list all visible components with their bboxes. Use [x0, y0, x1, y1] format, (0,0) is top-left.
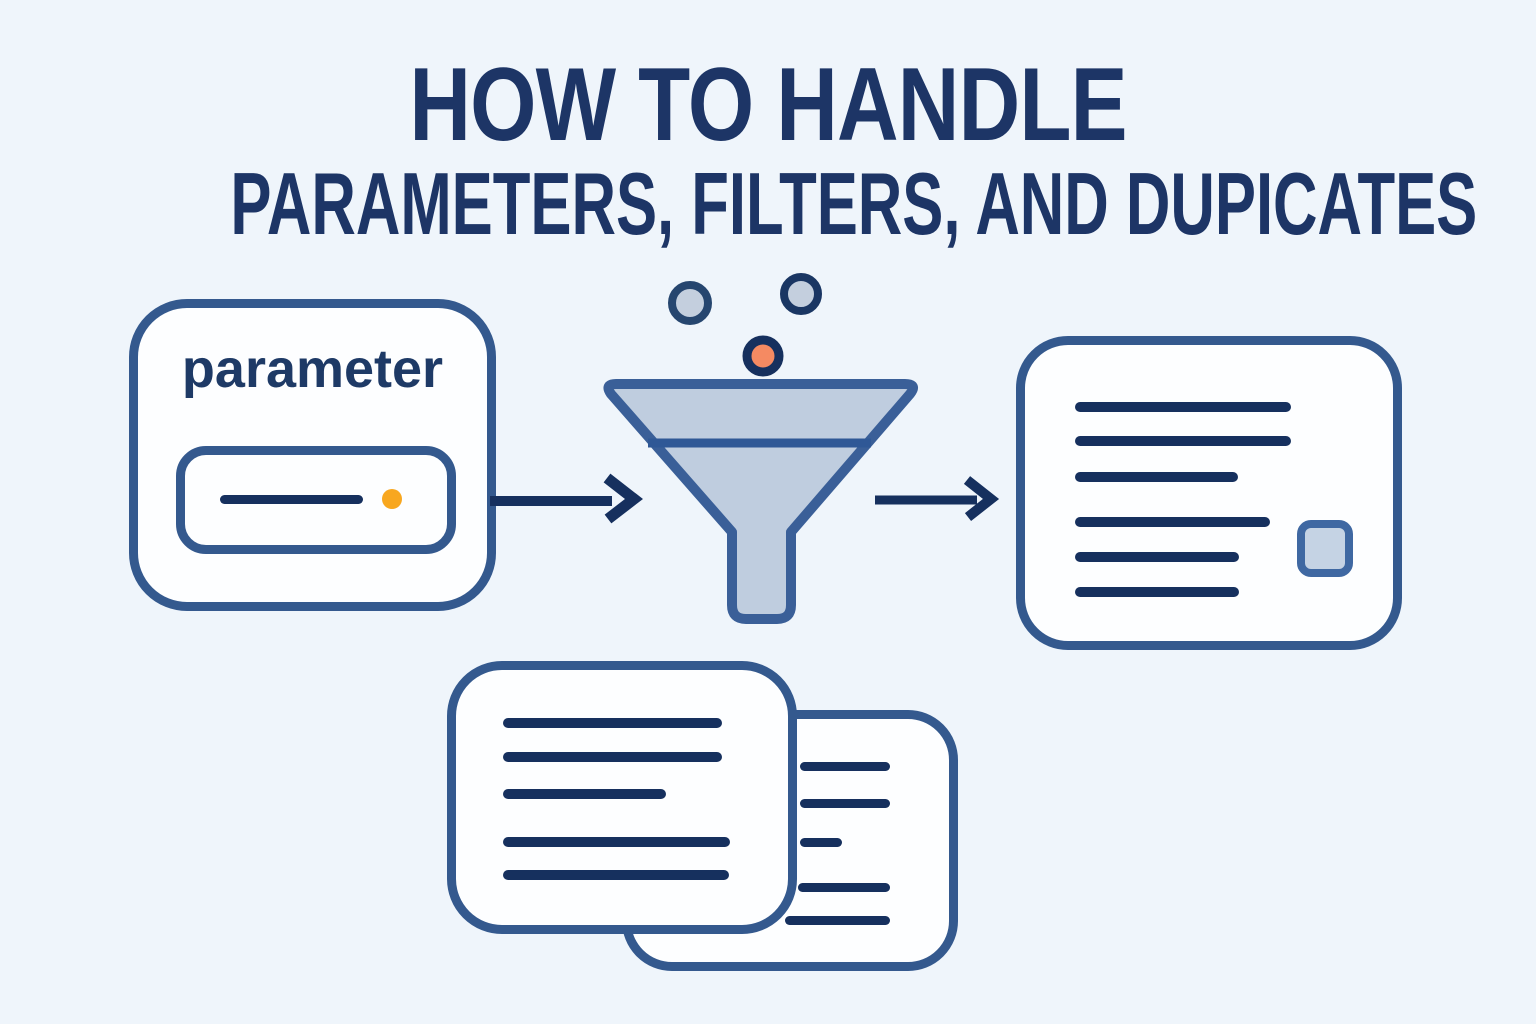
- dot-icon: [668, 281, 712, 325]
- text-line: [503, 752, 722, 762]
- input-value-line: [220, 495, 363, 504]
- parameter-card: parameter: [129, 299, 496, 611]
- text-line: [1075, 517, 1270, 527]
- amber-dot-icon: [382, 489, 402, 509]
- funnel-icon: [603, 273, 918, 624]
- orange-dot-icon: [742, 335, 784, 377]
- text-line: [800, 762, 890, 771]
- parameter-label: parameter: [181, 339, 444, 399]
- text-line: [1075, 587, 1239, 597]
- duplicate-document-front: [447, 661, 797, 934]
- text-line: [1075, 402, 1291, 412]
- parameter-input-box: [176, 446, 456, 554]
- title-line-1: HOW TO HANDLE: [409, 47, 1127, 163]
- text-line: [800, 799, 890, 808]
- text-line: [1075, 552, 1239, 562]
- square-icon: [1297, 520, 1353, 577]
- text-line: [800, 838, 842, 847]
- text-line: [503, 718, 722, 728]
- text-line: [503, 789, 666, 799]
- text-line: [1075, 472, 1238, 482]
- dot-icon: [780, 273, 822, 315]
- result-document-card: [1016, 336, 1402, 650]
- arrow-right-icon: [490, 473, 643, 524]
- funnel-body: [603, 379, 918, 624]
- text-line: [1075, 436, 1291, 446]
- title-line-2: PARAMETERS, FILTERS, AND DUPICATES: [230, 154, 1478, 253]
- arrow-right-icon: [875, 476, 1000, 521]
- text-line: [503, 837, 730, 847]
- text-line: [798, 883, 890, 892]
- text-line: [503, 870, 729, 880]
- text-line: [785, 916, 890, 925]
